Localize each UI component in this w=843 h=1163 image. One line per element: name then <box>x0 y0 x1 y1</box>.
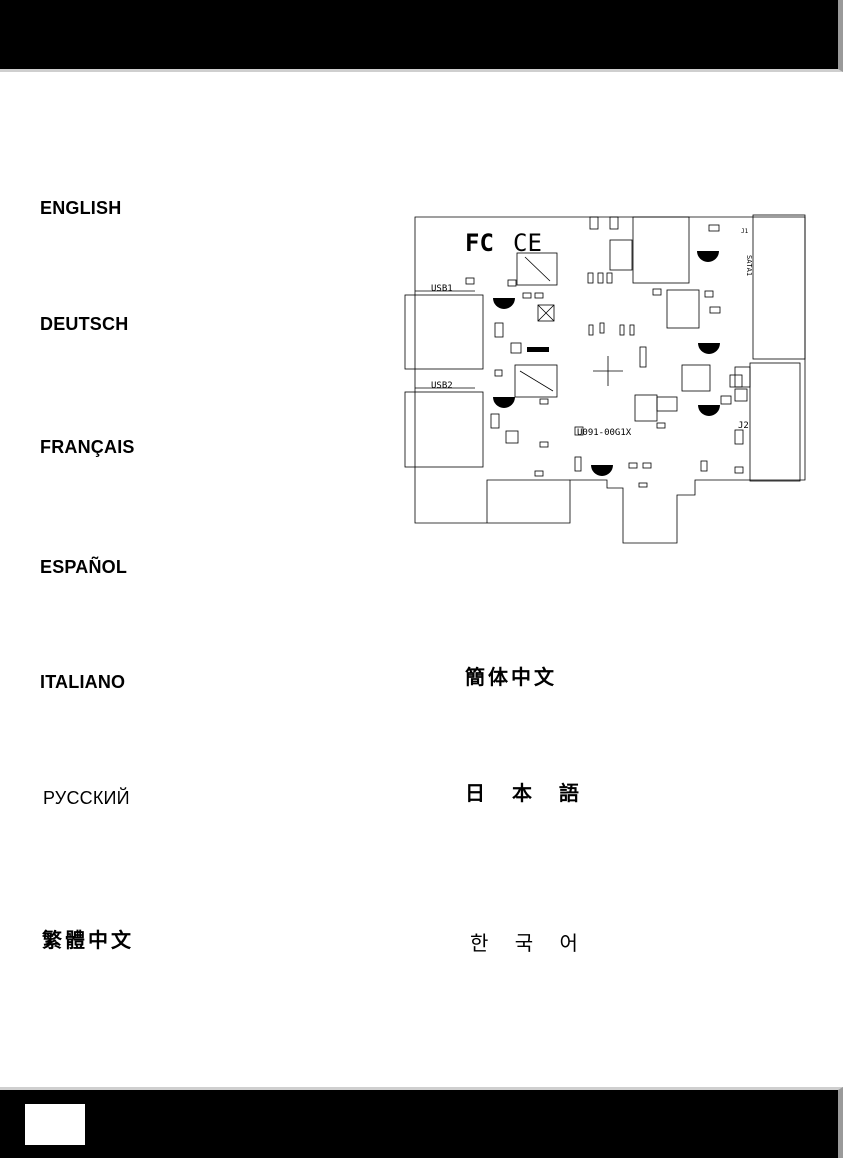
bottom-footer-bar <box>0 1087 843 1158</box>
mount-hole-2 <box>493 397 515 408</box>
chip-l5 <box>633 217 689 283</box>
weee-bar <box>527 347 549 352</box>
mount-hole-5 <box>698 343 720 354</box>
chip-c2 <box>667 290 699 328</box>
language-traditional-chinese: 繁體中文 <box>42 930 134 950</box>
j2-label: J2 <box>738 421 749 431</box>
usb2-port <box>405 392 483 467</box>
mount-hole-3 <box>591 465 613 476</box>
j2-sub <box>735 367 750 387</box>
usb2-label: USB2 <box>431 381 453 391</box>
language-espanol: ESPAÑOL <box>40 558 127 576</box>
mount-hole-4 <box>697 251 719 262</box>
ce-logo: CE <box>513 229 542 257</box>
j2-header <box>750 363 800 481</box>
usb1-port <box>405 295 483 369</box>
usb1-label: USB1 <box>431 284 453 294</box>
chip-d1 <box>610 240 632 270</box>
language-russian: РУССКИЙ <box>43 789 130 807</box>
language-english: ENGLISH <box>40 199 121 217</box>
mount-hole-6 <box>698 405 720 416</box>
edge-connector <box>487 480 570 523</box>
mount-hole-1 <box>493 298 515 309</box>
sata-connector <box>753 215 805 359</box>
j1-label: J1 <box>741 228 749 235</box>
board-model-label: U091-00G1X <box>577 428 632 438</box>
language-francais: FRANÇAIS <box>40 438 135 456</box>
page-number-box <box>25 1104 85 1145</box>
language-korean: 한 국 어 <box>470 933 588 953</box>
language-deutsch: DEUTSCH <box>40 315 128 333</box>
top-header-bar <box>0 0 843 72</box>
language-simplified-chinese: 簡体中文 <box>465 667 557 687</box>
chip-u8 <box>635 395 657 421</box>
language-italiano: ITALIANO <box>40 673 125 691</box>
chip-small <box>657 397 677 411</box>
sata-label: SATA1 <box>745 255 753 276</box>
pcb-board-diagram: FC CE USB1 USB2 U091-00G1X J2 J1 SATA1 <box>395 205 815 555</box>
chip-f4 <box>682 365 710 391</box>
language-japanese: 日 本 語 <box>465 783 589 803</box>
fcc-logo: FC <box>465 229 494 257</box>
